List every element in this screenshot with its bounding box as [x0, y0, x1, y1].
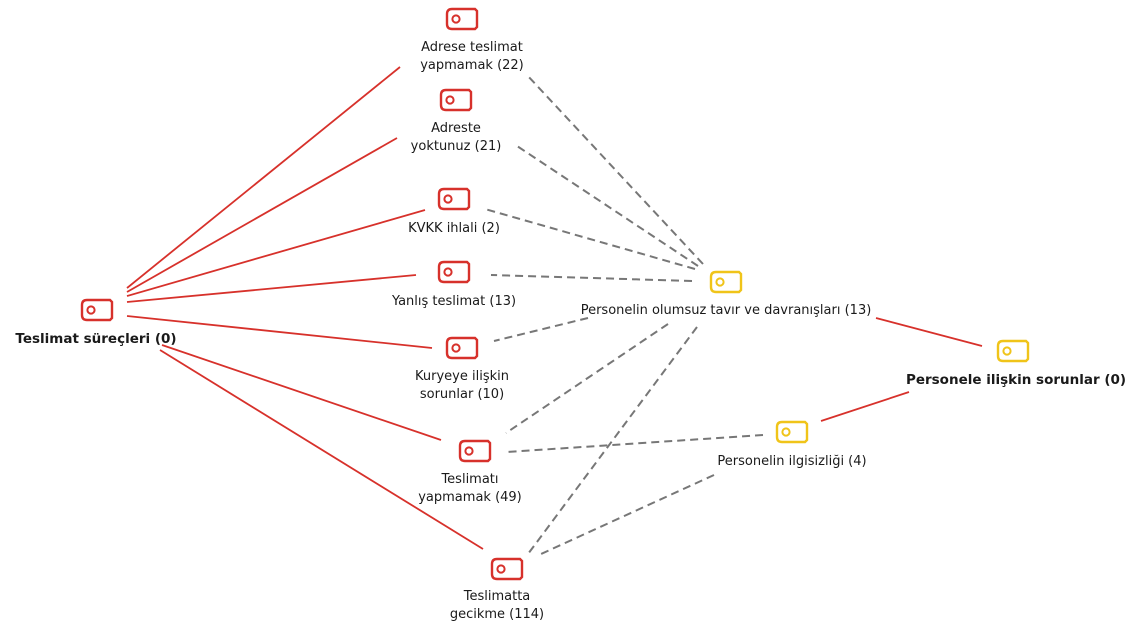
tag-icon [996, 339, 1030, 363]
tag-icon [437, 187, 471, 211]
edge-personelin-olumsuz-to-kvkk-ihlali [484, 208, 696, 270]
edges-layer [126, 66, 983, 555]
edge-personelin-olumsuz-to-kuryeye-iliskin [493, 317, 589, 342]
node-kvkk-ihlali[interactable]: KVKK ihlali (2) [408, 187, 500, 236]
edge-teslimat-surecleri-to-teslimati-yapmamak [161, 344, 442, 441]
tag-icon [445, 7, 479, 31]
node-label-line: yoktunuz (21) [411, 139, 502, 154]
node-label-line: Personelin ilgisizliği (4) [717, 454, 866, 469]
node-adrese-teslimat[interactable]: Adrese teslimat yapmamak (22) [420, 7, 524, 73]
edge-personele-iliskin-to-personelin-olumsuz [875, 317, 983, 347]
node-label-personelin-olumsuz: Personelin olumsuz tavır ve davranışları… [581, 303, 872, 318]
node-label-adrese-teslimat: Adrese teslimat yapmamak (22) [420, 40, 524, 73]
edge-personelin-olumsuz-to-teslimati-yapmamak [505, 323, 669, 434]
edge-teslimat-surecleri-to-adrese-teslimat [126, 66, 401, 289]
node-label-line: Personele ilişkin sorunlar (0) [906, 372, 1126, 388]
tag-icon [709, 270, 743, 294]
node-teslimati-yapmamak[interactable]: Teslimatı yapmamak (49) [418, 439, 522, 505]
node-label-adreste-yoktunuz: Adreste yoktunuz (21) [411, 121, 502, 154]
node-personelin-olumsuz[interactable]: Personelin olumsuz tavır ve davranışları… [581, 270, 872, 318]
node-label-line: Adrese teslimat [421, 40, 523, 55]
node-label-personele-iliskin: Personele ilişkin sorunlar (0) [906, 372, 1126, 388]
edge-teslimat-surecleri-to-kvkk-ihlali [126, 209, 426, 297]
node-kuryeye-iliskin[interactable]: Kuryeye ilişkin sorunlar (10) [415, 336, 509, 402]
edge-personelin-olumsuz-to-teslimatta-gecikme [527, 326, 698, 555]
node-label-kvkk-ihlali: KVKK ihlali (2) [408, 221, 500, 236]
node-label-teslimat-surecleri: Teslimat süreçleri (0) [15, 331, 176, 347]
edge-teslimat-surecleri-to-yanlis-teslimat [126, 274, 417, 303]
node-label-line: sorunlar (10) [420, 387, 504, 402]
tag-icon [445, 336, 479, 360]
node-label-teslimatta-gecikme: Teslimatta gecikme (114) [450, 589, 544, 622]
node-label-line: Teslimatta [463, 589, 531, 604]
edge-teslimat-surecleri-to-kuryeye-iliskin [126, 315, 433, 349]
node-personele-iliskin[interactable]: Personele ilişkin sorunlar (0) [906, 339, 1126, 388]
node-label-line: Personelin olumsuz tavır ve davranışları… [581, 303, 872, 318]
node-label-personelin-ilgisizligi: Personelin ilgisizliği (4) [717, 454, 866, 469]
edge-teslimat-surecleri-to-teslimatta-gecikme [159, 349, 484, 550]
tag-icon [437, 260, 471, 284]
node-yanlis-teslimat[interactable]: Yanlış teslimat (13) [391, 260, 516, 309]
node-label-line: Teslimat süreçleri (0) [15, 331, 176, 347]
node-label-line: yapmamak (49) [418, 490, 522, 505]
node-label-line: Yanlış teslimat (13) [391, 294, 516, 309]
edge-personelin-olumsuz-to-adreste-yoktunuz [516, 145, 699, 267]
edge-personelin-olumsuz-to-adrese-teslimat [526, 74, 704, 265]
node-label-kuryeye-iliskin: Kuryeye ilişkin sorunlar (10) [415, 369, 509, 402]
nodes-layer: Adrese teslimat yapmamak (22) Adreste yoktu… [15, 7, 1126, 622]
node-adreste-yoktunuz[interactable]: Adreste yoktunuz (21) [411, 88, 502, 154]
node-label-line: yapmamak (22) [420, 58, 524, 73]
node-label-line: gecikme (114) [450, 607, 544, 622]
tag-icon [490, 557, 524, 581]
node-label-line: Teslimatı [440, 472, 498, 487]
node-label-teslimati-yapmamak: Teslimatı yapmamak (49) [418, 472, 522, 505]
node-personelin-ilgisizligi[interactable]: Personelin ilgisizliği (4) [717, 420, 867, 469]
tag-icon [80, 298, 114, 322]
node-label-line: KVKK ihlali (2) [408, 221, 500, 236]
edge-personelin-ilgisizligi-to-teslimati-yapmamak [506, 434, 764, 453]
tag-icon [775, 420, 809, 444]
node-label-line: Adreste [431, 121, 481, 136]
tag-icon [439, 88, 473, 112]
node-teslimatta-gecikme[interactable]: Teslimatta gecikme (114) [450, 557, 544, 622]
edge-personele-iliskin-to-personelin-ilgisizligi [820, 391, 910, 422]
edge-personelin-ilgisizligi-to-teslimatta-gecikme [540, 474, 715, 555]
node-label-yanlis-teslimat: Yanlış teslimat (13) [391, 294, 516, 309]
node-teslimat-surecleri[interactable]: Teslimat süreçleri (0) [15, 298, 177, 347]
tag-icon [458, 439, 492, 463]
node-label-line: Kuryeye ilişkin [415, 369, 509, 384]
edge-personelin-olumsuz-to-yanlis-teslimat [490, 274, 693, 282]
edge-teslimat-surecleri-to-adreste-yoktunuz [126, 137, 398, 293]
